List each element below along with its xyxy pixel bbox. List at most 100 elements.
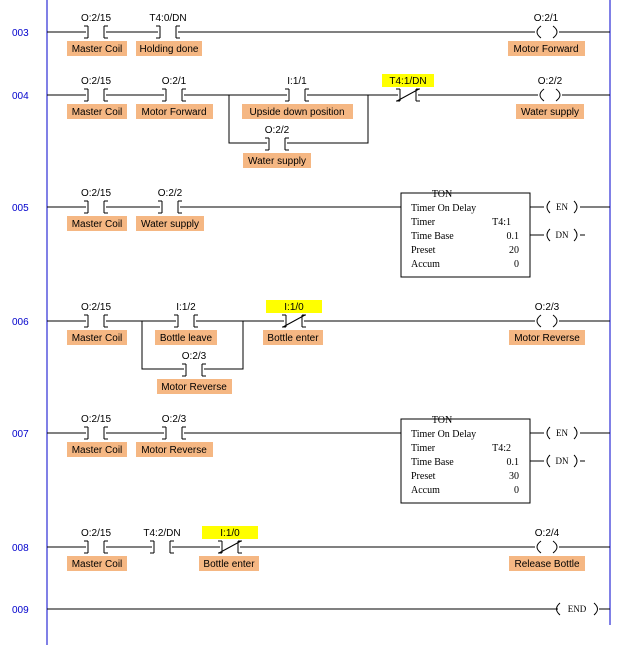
description-label-bg bbox=[263, 330, 323, 345]
description-label-bg bbox=[509, 330, 585, 345]
contact-description: Master Coil bbox=[72, 559, 123, 570]
rung-number: 009 bbox=[12, 605, 29, 616]
contact-address: O:2/3 bbox=[182, 351, 207, 362]
contact-address: T4:2/DN bbox=[143, 528, 180, 539]
contact-address: I:1/0 bbox=[220, 528, 240, 539]
xic-contact[interactable]: I:1/1 Upside down position bbox=[242, 76, 353, 119]
dn-label: DN bbox=[556, 456, 569, 466]
rung-number: 005 bbox=[12, 203, 29, 214]
contact-address: O:2/15 bbox=[81, 528, 111, 539]
rung-009[interactable]: 009 END bbox=[12, 602, 611, 616]
coil-address: O:2/4 bbox=[535, 528, 560, 539]
contact-description: Motor Reverse bbox=[161, 382, 227, 393]
rung-number: 007 bbox=[12, 429, 29, 440]
description-label-bg bbox=[157, 379, 232, 394]
contact-description: Bottle enter bbox=[203, 559, 255, 570]
timer-field-value: 0.1 bbox=[507, 231, 520, 242]
description-label-bg bbox=[67, 216, 127, 231]
rung-008[interactable]: 008 O:2/15 Master Coil T4:2/DN I:1/0 Bot… bbox=[12, 526, 610, 571]
coil-description: Motor Reverse bbox=[514, 333, 580, 344]
timer-en-bit[interactable]: EN bbox=[544, 426, 610, 440]
coil-address: O:2/2 bbox=[538, 76, 563, 87]
contact-description: Master Coil bbox=[72, 44, 123, 55]
rung-number: 008 bbox=[12, 543, 29, 554]
end-instruction[interactable]: END bbox=[556, 602, 611, 616]
xic-contact[interactable]: O:2/2 Water supply bbox=[136, 188, 204, 231]
contact-address: O:2/2 bbox=[265, 125, 290, 136]
xic-contact-branch[interactable]: O:2/2 Water supply bbox=[243, 125, 311, 168]
rung-number: 004 bbox=[12, 91, 29, 102]
description-label-bg bbox=[155, 330, 217, 345]
description-label-bg bbox=[243, 153, 311, 168]
timer-field-name: Preset bbox=[411, 471, 436, 482]
contact-description: Motor Reverse bbox=[141, 445, 207, 456]
timer-dn-bit[interactable]: DN bbox=[544, 228, 585, 242]
contact-description: Water supply bbox=[141, 219, 199, 230]
description-label-bg bbox=[242, 104, 353, 119]
contact-description: Bottle leave bbox=[160, 333, 213, 344]
xic-contact-branch[interactable]: O:2/3 Motor Reverse bbox=[157, 351, 232, 394]
timer-field-value: 0 bbox=[514, 485, 519, 496]
timer-field-value: T4:2 bbox=[492, 443, 511, 454]
xic-contact[interactable]: I:1/2 Bottle leave bbox=[155, 302, 217, 345]
xio-contact[interactable]: I:1/0 Bottle enter bbox=[263, 300, 323, 345]
contact-address: O:2/15 bbox=[81, 188, 111, 199]
description-label-bg bbox=[136, 216, 204, 231]
rung-005[interactable]: 005 O:2/15 Master Coil O:2/2 Water suppl… bbox=[12, 188, 610, 278]
rung-007[interactable]: 007 O:2/15 Master Coil O:2/3 Motor Rever… bbox=[12, 414, 610, 504]
xic-contact[interactable]: O:2/15 Master Coil bbox=[67, 528, 127, 571]
xic-contact[interactable]: O:2/1 Motor Forward bbox=[136, 76, 213, 119]
address-highlight bbox=[202, 526, 258, 539]
contact-address: O:2/15 bbox=[81, 76, 111, 87]
xio-contact[interactable]: T4:1/DN bbox=[382, 74, 434, 102]
xic-contact[interactable]: O:2/15 Master Coil bbox=[67, 302, 127, 345]
xic-contact[interactable]: O:2/15 Master Coil bbox=[67, 188, 127, 231]
description-label-bg bbox=[136, 104, 213, 119]
contact-address: I:1/2 bbox=[176, 302, 196, 313]
xic-contact[interactable]: T4:0/DN Holding done bbox=[136, 13, 202, 56]
timer-field-name: Accum bbox=[411, 485, 440, 496]
xic-contact[interactable]: O:2/3 Motor Reverse bbox=[136, 414, 213, 457]
contact-description: Master Coil bbox=[72, 333, 123, 344]
contact-description: Motor Forward bbox=[141, 107, 206, 118]
contact-address: I:1/0 bbox=[284, 302, 304, 313]
contact-address: T4:0/DN bbox=[149, 13, 186, 24]
coil-address: O:2/3 bbox=[535, 302, 560, 313]
description-label-bg bbox=[509, 556, 585, 571]
contact-address: O:2/3 bbox=[162, 414, 187, 425]
timer-field-value: 20 bbox=[509, 245, 519, 256]
xic-contact[interactable]: O:2/15 Master Coil bbox=[67, 76, 127, 119]
xic-contact[interactable]: O:2/15 Master Coil bbox=[67, 414, 127, 457]
contact-description: Upside down position bbox=[249, 107, 344, 118]
rung-006[interactable]: 006 O:2/15 Master Coil I:1/2 Bottle leav… bbox=[12, 300, 610, 394]
rung-004[interactable]: 004 O:2/15 Master Coil O:2/1 Motor Forwa… bbox=[12, 74, 610, 168]
ton-timer-block[interactable]: TON Timer On Delay Timer T4:2 Time Base … bbox=[400, 415, 548, 504]
description-label-bg bbox=[67, 104, 127, 119]
output-coil[interactable]: O:2/4 Release Bottle bbox=[509, 528, 585, 571]
contact-description: Master Coil bbox=[72, 445, 123, 456]
contact-description: Bottle enter bbox=[267, 333, 319, 344]
contact-address: O:2/15 bbox=[81, 302, 111, 313]
output-coil[interactable]: O:2/2 Water supply bbox=[516, 76, 584, 119]
xic-contact[interactable]: T4:2/DN bbox=[143, 528, 181, 554]
description-label-bg bbox=[199, 556, 259, 571]
output-coil[interactable]: O:2/3 Motor Reverse bbox=[509, 302, 585, 345]
timer-en-bit[interactable]: EN bbox=[544, 200, 610, 214]
description-label-bg bbox=[508, 41, 585, 56]
end-label: END bbox=[568, 604, 587, 614]
contact-description: Master Coil bbox=[72, 107, 123, 118]
xio-contact[interactable]: I:1/0 Bottle enter bbox=[199, 526, 259, 571]
coil-address: O:2/1 bbox=[534, 13, 559, 24]
description-label-bg bbox=[67, 41, 127, 56]
timer-dn-bit[interactable]: DN bbox=[544, 454, 585, 468]
xic-contact[interactable]: O:2/15 Master Coil bbox=[67, 13, 127, 56]
coil-description: Motor Forward bbox=[513, 44, 578, 55]
ton-timer-block[interactable]: TON Timer On Delay Timer T4:1 Time Base … bbox=[400, 189, 548, 278]
description-label-bg bbox=[136, 41, 202, 56]
rung-003[interactable]: 003 O:2/15 Master Coil T4:0/DN Holding d… bbox=[12, 13, 610, 56]
coil-description: Release Bottle bbox=[514, 559, 579, 570]
timer-field-value: 0.1 bbox=[507, 457, 520, 468]
contact-address: I:1/1 bbox=[287, 76, 307, 87]
output-coil[interactable]: O:2/1 Motor Forward bbox=[508, 13, 585, 56]
